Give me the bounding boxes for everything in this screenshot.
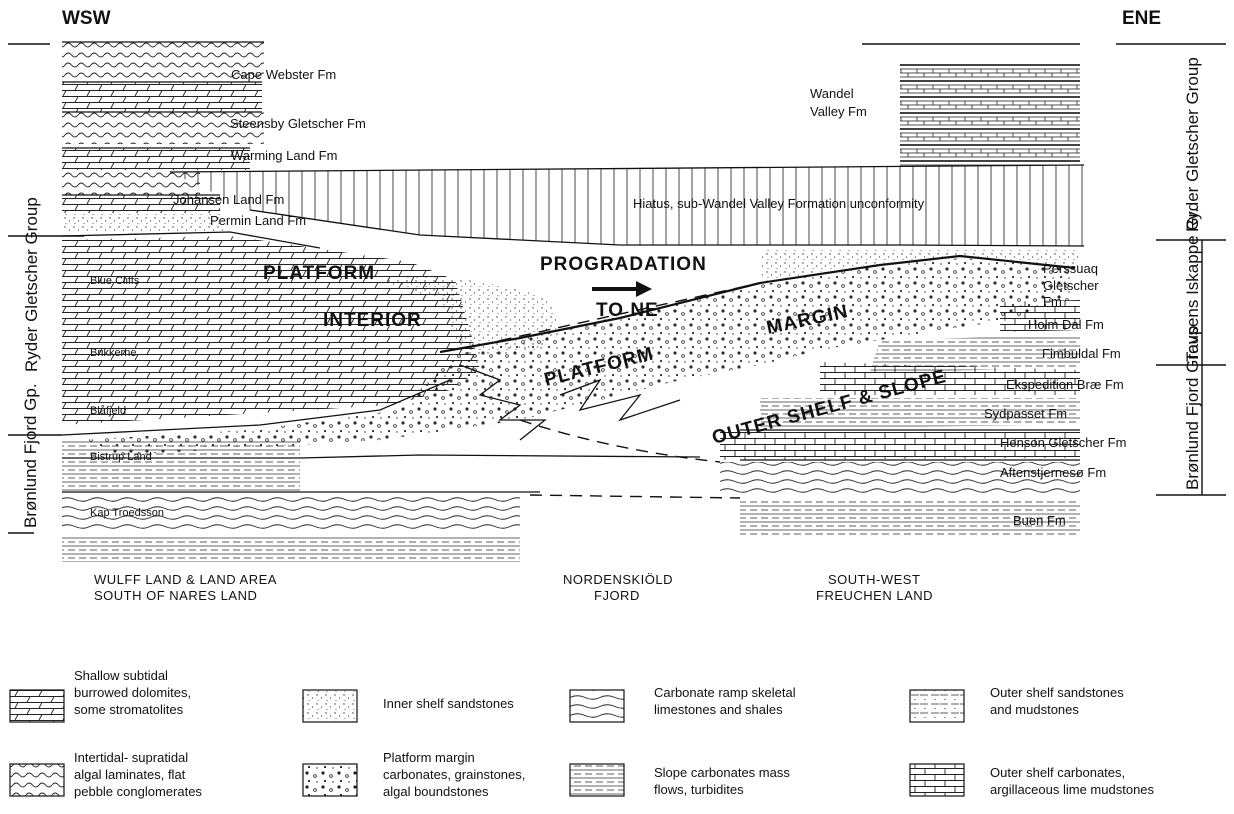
legend-label-outer-sand-1: Outer shelf sandstones	[990, 685, 1124, 700]
label-to-ne: TO NE	[596, 300, 659, 321]
label-brikkerne: Brikkerne	[90, 347, 136, 359]
region-central-line-2: FJORD	[594, 588, 640, 603]
progradation-arrow	[592, 281, 652, 297]
label-perssuaq: Perssuaq	[1043, 261, 1098, 276]
legend-label-grainstone-2: carbonates, grainstones,	[383, 767, 525, 782]
legend-label-ramp-2: limestones and shales	[654, 702, 783, 717]
direction-wsw: WSW	[62, 8, 111, 29]
label-blafjeld: Blåfjeld	[90, 405, 126, 417]
bronlund-fjord-group-right: Brønlund Fjord Group	[1183, 326, 1202, 490]
legend-swatch-sand	[303, 690, 357, 722]
legend-label-limestone-2: argillaceous lime mudstones	[990, 782, 1155, 797]
legend-label-algal-3: pebble conglomerates	[74, 784, 202, 799]
legend-label-algal-2: algal laminates, flat	[74, 767, 186, 782]
legend-label-outer-sand-2: and mudstones	[990, 702, 1079, 717]
label-kap-troedsson: Kap Troedsson	[90, 507, 164, 519]
label-hiatus-unconformity: Hiatus, sub-Wandel Valley Formation unco…	[633, 196, 925, 211]
legend-label-ramp-1: Carbonate ramp skeletal	[654, 685, 796, 700]
label-valley-fm: Valley Fm	[810, 104, 867, 119]
ryder-gletscher-group-right: Ryder Gletscher Group	[1183, 57, 1202, 232]
label-buen-fm: Buen Fm	[1013, 513, 1066, 528]
region-west-line-1: WULFF LAND & LAND AREA	[94, 572, 277, 587]
label-henson-gletscher-fm: Henson Gletscher Fm	[1000, 435, 1126, 450]
bronlund-fjord-gp-left: Brønlund Fjord Gp.	[21, 383, 40, 528]
label-perssuaq-fm: Fm	[1043, 294, 1062, 309]
label-warming-land-fm: Warming Land Fm	[231, 148, 337, 163]
legend-label-slope-1: Slope carbonates mass	[654, 765, 790, 780]
legend-label-grainstone-1: Platform margin	[383, 750, 475, 765]
hiatus-unconformity	[170, 165, 1084, 246]
legend-label-dolomite-1: Shallow subtidal	[74, 668, 168, 683]
legend-swatch-dolomite	[10, 690, 64, 722]
label-ekspedition-brae-fm: Ekspedition Bræ Fm	[1006, 377, 1124, 392]
label-wandel: Wandel	[810, 86, 854, 101]
legend-label-algal-1: Intertidal- supratidal	[74, 750, 188, 765]
region-west-line-2: SOUTH OF NARES LAND	[94, 588, 257, 603]
label-aftenstjernesø-fm: Aftenstjernesø Fm	[1000, 465, 1106, 480]
label-progradation: PROGRADATION	[540, 254, 707, 275]
legend-label-grainstone-3: algal boundstones	[383, 784, 489, 799]
legend-swatch-algal	[10, 764, 64, 796]
legend-swatch-outer-sand	[910, 690, 964, 722]
legend-label-limestone-1: Outer shelf carbonates,	[990, 765, 1125, 780]
direction-ene: ENE	[1122, 8, 1161, 29]
legend-swatch-slope	[570, 764, 624, 796]
label-bistrup-land: Bistrup Land	[90, 451, 152, 463]
legend-label-dolomite-2: burrowed dolomites,	[74, 685, 191, 700]
legend-swatch-ramp	[570, 690, 624, 722]
label-gletscher: Gletscher	[1043, 278, 1099, 293]
right-group-brackets	[1116, 44, 1226, 495]
legend-swatch-limestone	[910, 764, 964, 796]
legend-label-slope-2: flows, turbidites	[654, 782, 744, 797]
wandel-valley-block	[862, 44, 1080, 166]
legend-swatch-grainstone	[303, 764, 357, 796]
ryder-gletscher-group-left: Ryder Gletscher Group	[22, 197, 41, 372]
label-blue-cliffs: Blue Cliffs	[90, 275, 140, 287]
region-central-line-1: NORDENSKIÖLD	[563, 572, 673, 587]
label-steensby-gletscher-fm: Steensby Gletscher Fm	[230, 116, 366, 131]
region-east-line-1: SOUTH-WEST	[828, 572, 920, 587]
region-east-line-2: FREUCHEN LAND	[816, 588, 933, 603]
label-interior: INTERIOR	[323, 310, 422, 331]
legend: Shallow subtidal burrowed dolomites, som…	[10, 668, 1155, 799]
label-sydpasset-fm: Sydpasset Fm	[984, 406, 1067, 421]
label-fimbuldal-fm: Fimbuldal Fm	[1042, 346, 1121, 361]
label-holm-dal-fm: Holm Dal Fm	[1028, 317, 1104, 332]
label-platform-interior-1: PLATFORM	[263, 263, 375, 284]
label-cape-webster-fm: Cape Webster Fm	[231, 67, 336, 82]
label-permin-land-fm: Permin Land Fm	[210, 213, 306, 228]
legend-label-dolomite-3: some stromatolites	[74, 702, 184, 717]
legend-label-sand: Inner shelf sandstones	[383, 696, 514, 711]
label-johansen-land-fm: Johansen Land Fm	[173, 192, 284, 207]
